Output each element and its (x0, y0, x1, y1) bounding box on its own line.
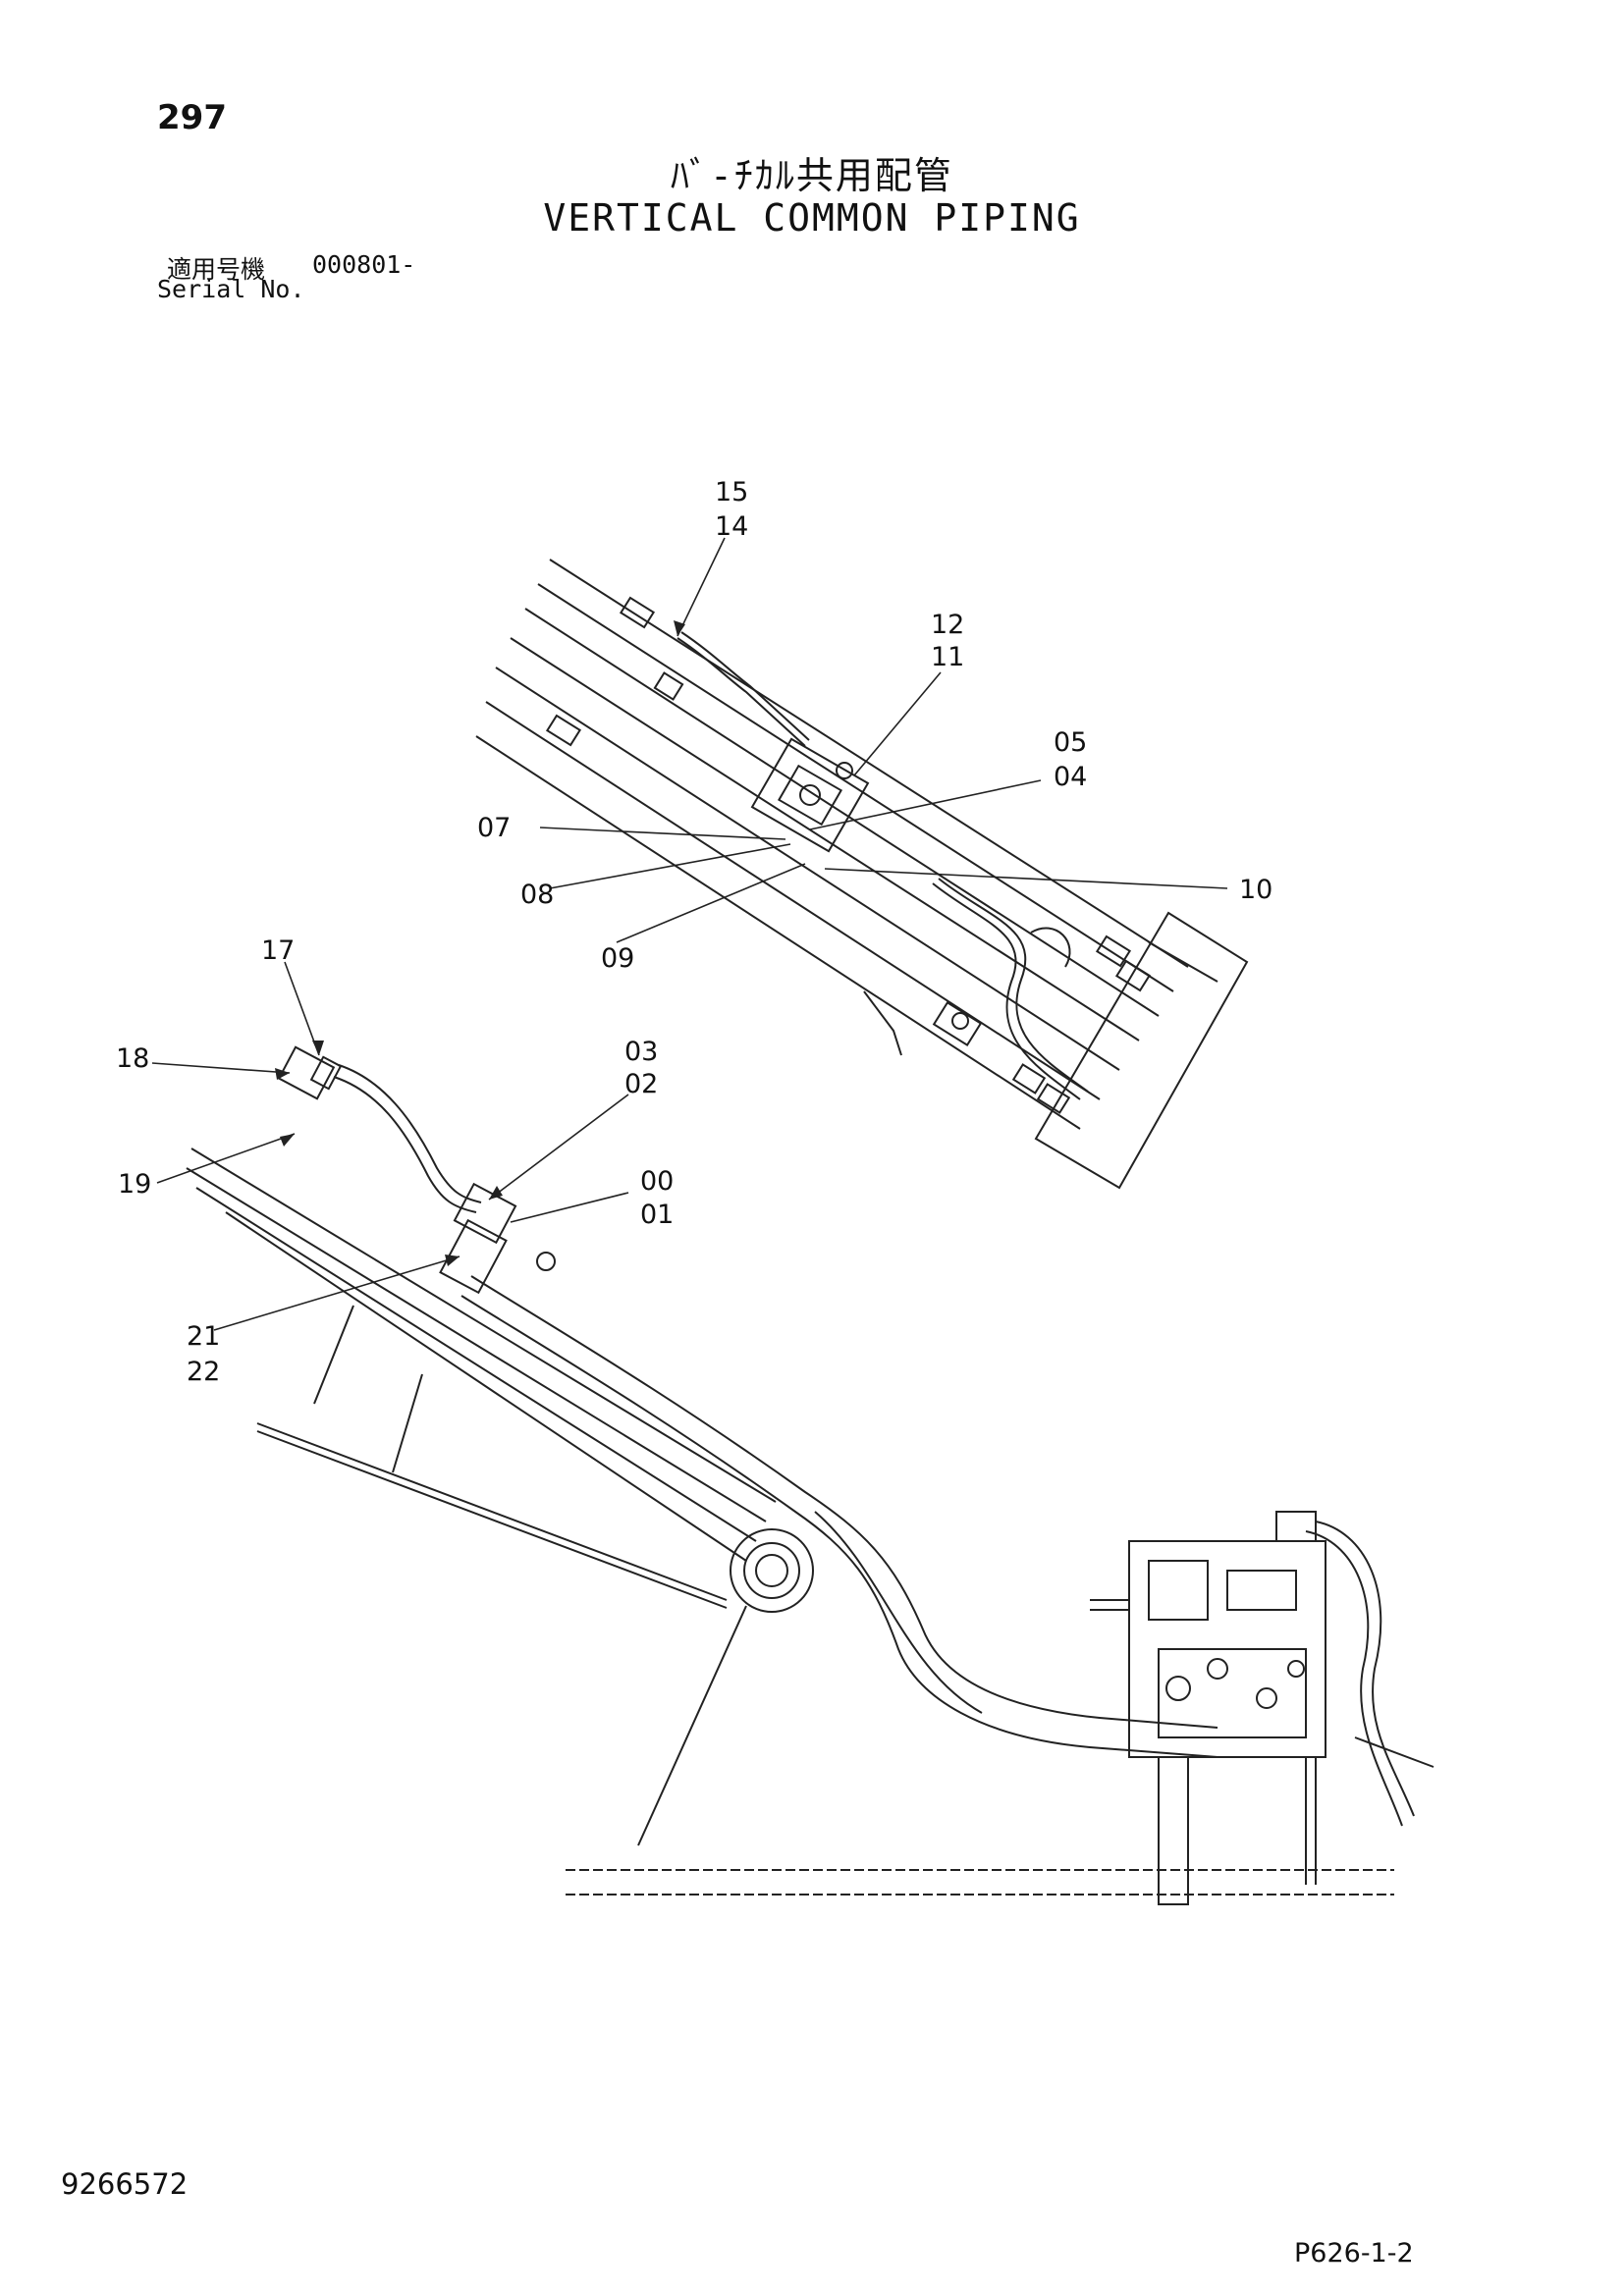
callout-07: 07 (477, 813, 511, 843)
serial-value: 000801- (312, 250, 416, 279)
title-japanese: ﾊﾞ-ﾁｶﾙ共用配管 (671, 154, 953, 197)
callout-08: 08 (520, 880, 554, 910)
lower-assembly-view (186, 1045, 1435, 1905)
callout-18: 18 (116, 1043, 149, 1074)
callout-22: 22 (187, 1357, 220, 1387)
callout-01: 01 (640, 1200, 674, 1230)
callout-02: 02 (624, 1069, 658, 1099)
callout-09: 09 (601, 943, 634, 974)
title-english: VERTICAL COMMON PIPING (543, 196, 1081, 240)
serial-label-japanese: 適用号機 (167, 255, 266, 284)
callout-labels: 15 14 12 11 05 04 07 08 09 10 17 18 19 0… (116, 477, 1272, 1387)
callout-15: 15 (715, 477, 748, 507)
callout-04: 04 (1054, 762, 1087, 792)
callout-14: 14 (715, 511, 748, 542)
callout-12: 12 (931, 610, 964, 640)
page-number: 297 (157, 98, 227, 137)
callout-10: 10 (1239, 875, 1272, 905)
callout-05: 05 (1054, 727, 1087, 758)
leader-arrowheads (275, 620, 685, 1266)
upper-assembly-view (475, 559, 1249, 1190)
page-code: P626-1-2 (1294, 2238, 1414, 2269)
serial-label-english: Serial No. (157, 275, 305, 303)
callout-03: 03 (624, 1037, 658, 1067)
callout-00: 00 (640, 1166, 674, 1197)
callout-17: 17 (261, 935, 295, 966)
drawing-id: 9266572 (61, 2167, 189, 2201)
leader-lines (151, 537, 1228, 1331)
callout-19: 19 (118, 1169, 151, 1200)
callout-11: 11 (931, 642, 964, 672)
callout-21: 21 (187, 1321, 220, 1352)
